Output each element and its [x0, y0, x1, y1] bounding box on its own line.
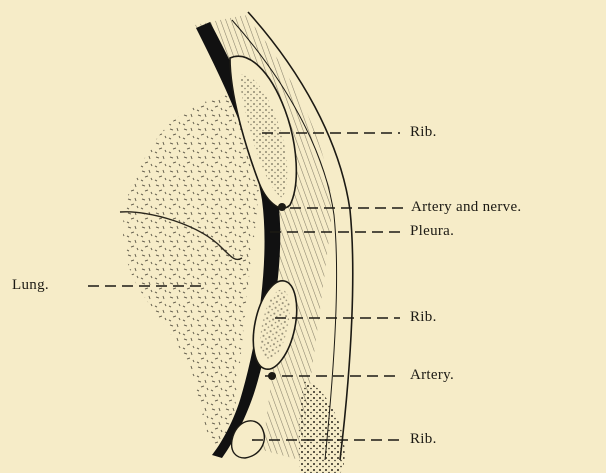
label-pleura: Pleura. [410, 224, 454, 239]
lung-tissue [120, 90, 260, 445]
label-artery-and-nerve: Artery and nerve. [411, 200, 521, 215]
label-artery: Artery. [410, 368, 454, 383]
label-lung: Lung. [12, 278, 49, 293]
label-rib-top: Rib. [410, 125, 437, 140]
artery-nerve-vessel [278, 203, 286, 211]
label-rib-bottom: Rib. [410, 432, 437, 447]
label-rib-middle: Rib. [410, 310, 437, 325]
